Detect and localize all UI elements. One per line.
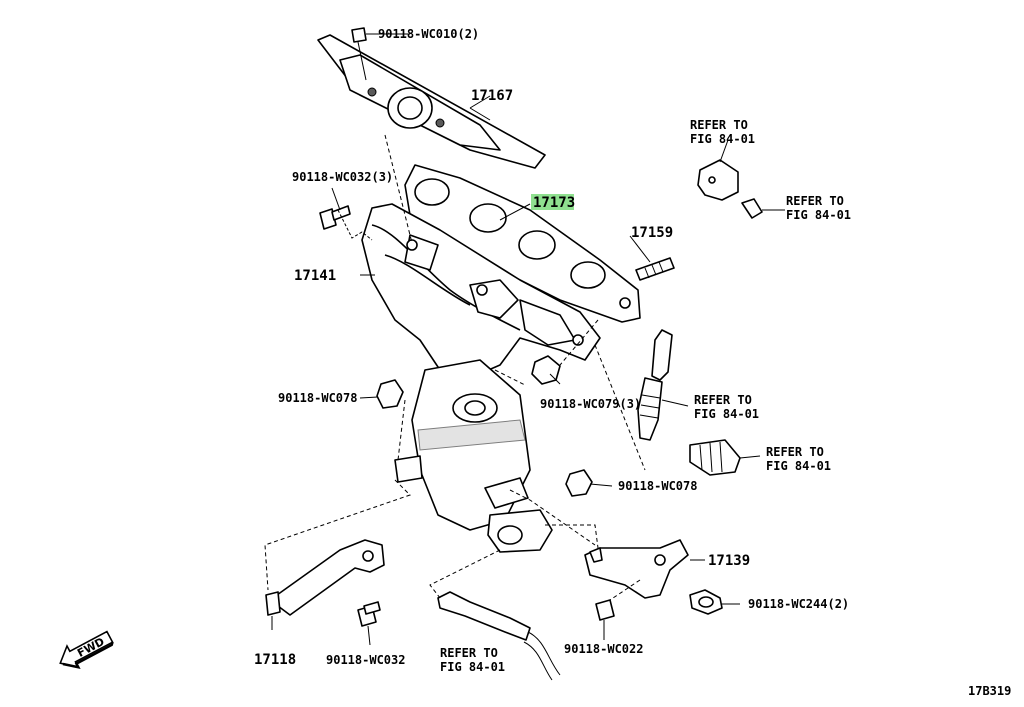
highlight-17173 — [531, 194, 574, 210]
nut-wc078-right[interactable] — [565, 469, 593, 497]
diagram-id: 17B319 — [968, 684, 1011, 698]
callout-labels: 90118-WC010(2) 17167 90118-WC032(3) 1717… — [254, 27, 1011, 698]
refer-note-3-line2: FIG 84-01 — [694, 407, 759, 421]
label-90118-wc022: 90118-WC022 — [564, 642, 643, 656]
label-17159: 17159 — [631, 225, 673, 241]
refer-note-5-line1: REFER TO — [440, 646, 498, 660]
refer-note-2-line1: REFER TO — [786, 194, 844, 208]
forward-arrow-icon: FWD — [59, 630, 114, 669]
bolt-top[interactable] — [351, 27, 367, 81]
refer-note-3-line1: REFER TO — [694, 393, 752, 407]
bolt-left[interactable] — [319, 205, 351, 230]
exhaust-manifold-part[interactable] — [361, 203, 601, 553]
bolt-wc022[interactable] — [595, 599, 615, 621]
label-17167: 17167 — [471, 88, 513, 104]
refer-note-1-line2: FIG 84-01 — [690, 132, 755, 146]
leader-lines — [264, 33, 785, 646]
label-17139: 17139 — [708, 553, 750, 569]
clamp-wc244[interactable] — [689, 589, 723, 615]
heat-shield-part[interactable] — [317, 34, 546, 169]
refer-note-2-line2: FIG 84-01 — [786, 208, 851, 222]
label-17141: 17141 — [294, 268, 336, 284]
label-17118: 17118 — [254, 652, 296, 668]
label-90118-wc244: 90118-WC244(2) — [748, 597, 849, 611]
clamp-top-right[interactable] — [697, 159, 739, 201]
stud-part[interactable] — [635, 257, 675, 281]
stay-part-17118[interactable] — [265, 539, 385, 616]
nut-wc078-left[interactable] — [376, 379, 404, 409]
refer-note-5-line2: FIG 84-01 — [440, 660, 505, 674]
label-90118-wc078-left: 90118-WC078 — [278, 391, 357, 405]
label-90118-wc079: 90118-WC079(3) — [540, 397, 641, 411]
label-90118-wc078-right: 90118-WC078 — [618, 479, 697, 493]
bolt-wc032-bottom[interactable] — [357, 601, 381, 627]
label-90118-wc032: 90118-WC032 — [326, 653, 405, 667]
oxygen-sensor-upper[interactable] — [637, 329, 673, 441]
bolt-top-right[interactable] — [741, 198, 763, 219]
sensor-clip[interactable] — [689, 439, 741, 476]
refer-note-1-line1: REFER TO — [690, 118, 748, 132]
oxygen-sensor-lower[interactable] — [437, 591, 561, 681]
bracket-part-17139[interactable] — [584, 539, 689, 599]
label-90118-wc032-3: 90118-WC032(3) — [292, 170, 393, 184]
label-17173: 17173 — [533, 195, 575, 211]
refer-note-4-line1: REFER TO — [766, 445, 824, 459]
manifold-gasket-part[interactable] — [404, 164, 641, 323]
label-90118-wc010: 90118-WC010(2) — [378, 27, 479, 41]
refer-note-4-line2: FIG 84-01 — [766, 459, 831, 473]
